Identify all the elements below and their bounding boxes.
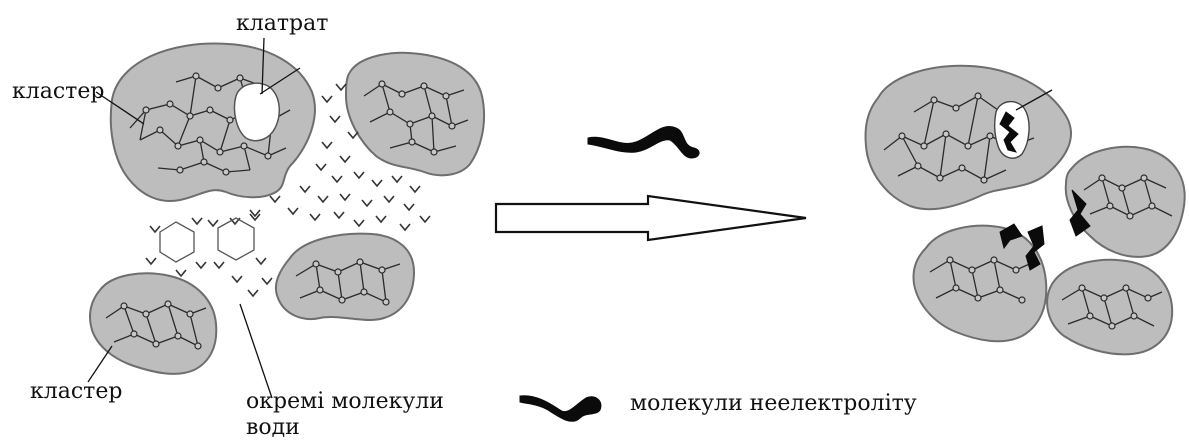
cluster-right-bottom-left xyxy=(914,226,1047,341)
clathrate-cavity xyxy=(234,83,279,140)
cluster-bottom-left xyxy=(90,273,216,374)
cluster-right-bottom-right xyxy=(1047,260,1172,354)
legend-molecule-icon xyxy=(520,396,601,422)
label-water-line2: води xyxy=(246,415,300,440)
label-cluster-bottom: кластер xyxy=(30,379,122,404)
cluster-upper-right xyxy=(346,53,484,175)
legend-label: молекули неелектроліту xyxy=(630,391,917,416)
label-water-line1: окремі молекули xyxy=(246,389,444,414)
label-clathrate: клатрат xyxy=(236,11,328,36)
nonelectrolyte-molecule-icon xyxy=(588,127,699,158)
cluster-bottom-pointer xyxy=(88,346,112,382)
cluster-right-top-left xyxy=(866,66,1072,209)
process-arrow-icon xyxy=(496,196,806,240)
label-cluster-top: кластер xyxy=(12,79,104,104)
water-pointer xyxy=(240,304,272,398)
cluster-middle xyxy=(276,234,414,320)
